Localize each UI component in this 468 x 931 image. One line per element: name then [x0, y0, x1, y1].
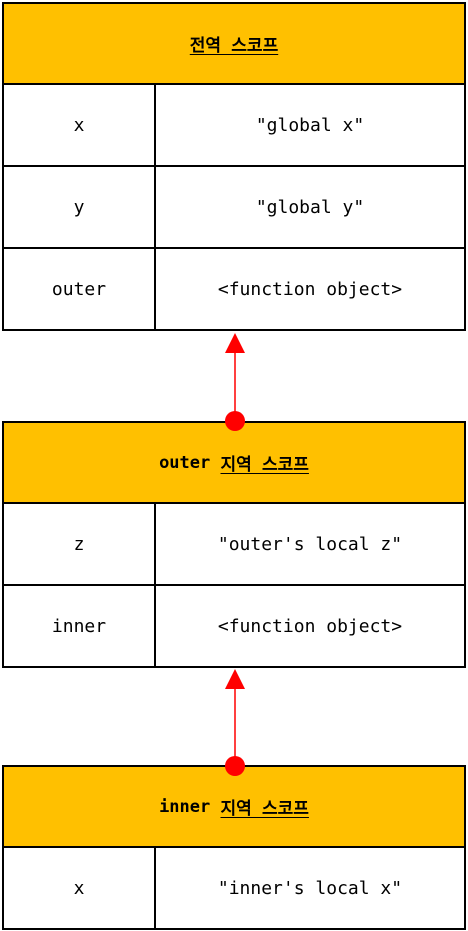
outer-scope-title: 지역 스코프 [220, 455, 309, 475]
variable-name: z [4, 504, 156, 584]
inner-scope-prefix: inner [159, 796, 211, 817]
outer-scope-prefix: outer [159, 452, 211, 473]
variable-name: x [4, 848, 156, 928]
table-row: y "global y" [2, 167, 466, 249]
variable-value: "global y" [255, 196, 365, 218]
table-row: x "global x" [2, 85, 466, 167]
variable-name: inner [4, 586, 156, 666]
variable-name: outer [4, 249, 156, 329]
variable-name: x [4, 85, 156, 165]
inner-scope-table: inner 지역 스코프 x "inner's local x" [2, 765, 466, 930]
global-scope-table: 전역 스코프 x "global x" y "global y" outer <… [2, 2, 466, 331]
inner-scope-title: 지역 스코프 [220, 799, 309, 819]
global-scope-title: 전역 스코프 [189, 36, 279, 56]
table-row: x "inner's local x" [2, 848, 466, 930]
table-row: inner <function object> [2, 586, 466, 668]
outer-scope-table: outer 지역 스코프 z "outer's local z" inner <… [2, 421, 466, 668]
global-scope-header: 전역 스코프 [2, 2, 466, 85]
table-row: outer <function object> [2, 249, 466, 331]
variable-value: <function object> [217, 278, 403, 300]
arrow-inner-to-outer [225, 669, 245, 776]
arrow-outer-to-global [225, 333, 245, 431]
table-row: z "outer's local z" [2, 504, 466, 586]
variable-value: "global x" [255, 114, 365, 136]
variable-value: "outer's local z" [217, 533, 403, 555]
inner-scope-header: inner 지역 스코프 [2, 765, 466, 848]
variable-name: y [4, 167, 156, 247]
variable-value: <function object> [217, 615, 403, 637]
variable-value: "inner's local x" [217, 877, 403, 899]
outer-scope-header: outer 지역 스코프 [2, 421, 466, 504]
